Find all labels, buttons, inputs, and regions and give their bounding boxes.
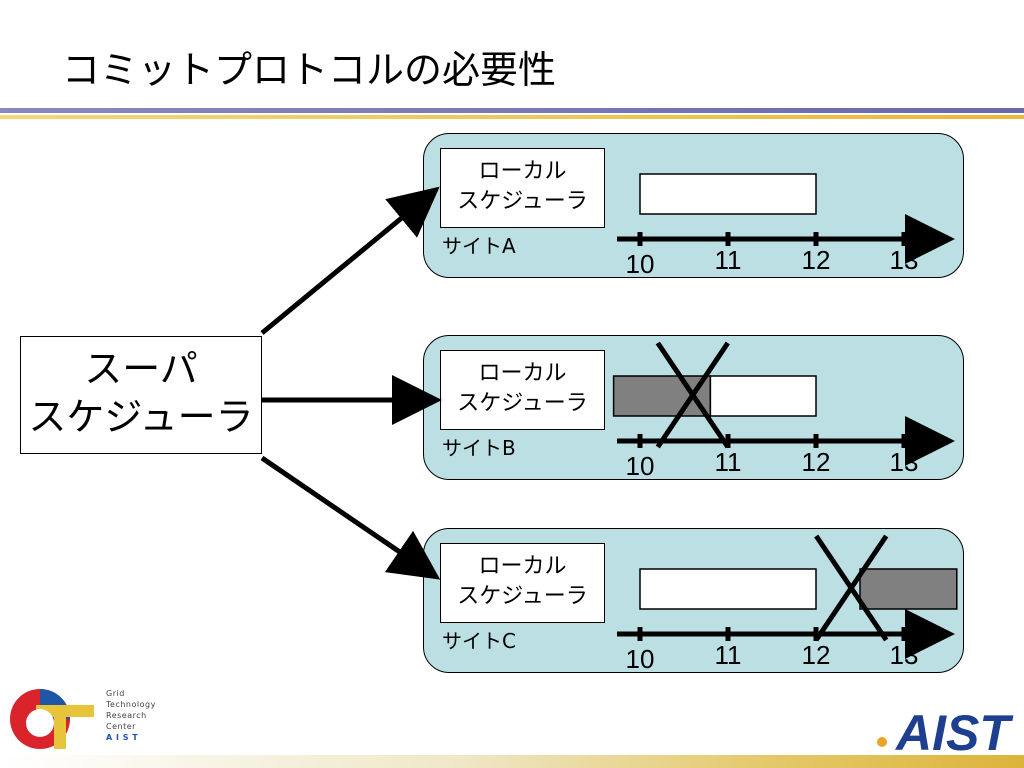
local-scheduler-line1: ローカル (478, 159, 567, 184)
local-scheduler-box: ローカル スケジューラ (440, 543, 605, 623)
title-rule-purple (0, 108, 1024, 113)
super-scheduler-box: スーパ スケジューラ (20, 336, 262, 454)
tick-label: 11 (715, 640, 742, 670)
tick-label: 11 (715, 447, 742, 477)
grc-logo-icon (10, 689, 94, 749)
local-scheduler-line2: スケジューラ (457, 584, 588, 609)
tick-label: 10 (626, 249, 655, 279)
arrow-to-site-a (260, 186, 440, 335)
conflict-cross-mark (655, 341, 730, 449)
new-reservation-bar (639, 568, 817, 610)
tick-label: 13 (890, 447, 919, 477)
slide-title: コミットプロトコルの必要性 (62, 48, 557, 92)
conflict-cross-mark (814, 534, 889, 642)
grc-logo-text: Grid Technology Research Center A I S T (106, 689, 156, 742)
local-scheduler-box: ローカル スケジューラ (440, 148, 605, 228)
tick-label: 13 (890, 640, 919, 670)
tick-label: 12 (802, 447, 831, 477)
super-scheduler-line1: スーパ (84, 347, 198, 391)
tick-label: 12 (802, 640, 831, 670)
local-scheduler-line1: ローカル (478, 554, 567, 579)
tick-label: 13 (890, 245, 919, 275)
super-scheduler-line2: スケジューラ (28, 395, 254, 439)
site-label: サイトB (442, 436, 516, 460)
new-reservation-bar (639, 173, 817, 215)
site-label: サイトA (442, 234, 516, 258)
local-scheduler-line2: スケジューラ (457, 189, 588, 214)
tick-label: 11 (715, 245, 742, 275)
aist-logo-text: AIST (894, 705, 1014, 756)
arrow-to-site-c (260, 455, 441, 580)
local-scheduler-line1: ローカル (478, 361, 567, 386)
tick-label: 10 (626, 451, 655, 481)
footer-band (0, 755, 1024, 768)
existing-reservation-bar (859, 568, 958, 610)
tick-label: 10 (626, 644, 655, 674)
tick-label: 12 (802, 245, 831, 275)
new-reservation-bar (709, 375, 817, 417)
title-rule-gold (0, 115, 1024, 119)
site-label: サイトC (442, 629, 516, 653)
local-scheduler-line2: スケジューラ (457, 391, 588, 416)
local-scheduler-box: ローカル スケジューラ (440, 350, 605, 430)
aist-logo-icon: AIST (877, 705, 1014, 756)
